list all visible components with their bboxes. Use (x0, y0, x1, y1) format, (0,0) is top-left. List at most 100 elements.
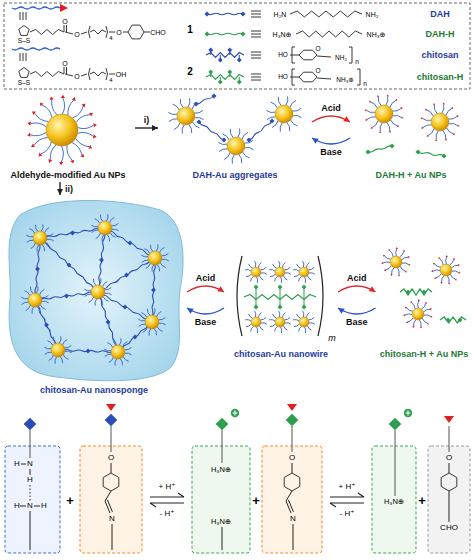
ligand (446, 109, 452, 116)
ammonium-panel (192, 446, 250, 553)
ligand (309, 317, 315, 320)
benzene-ring (103, 473, 119, 491)
ligand (380, 123, 382, 132)
ligand (273, 264, 277, 268)
atom-label: CHO (150, 29, 166, 36)
ligand (249, 264, 253, 268)
amine-group (218, 58, 223, 63)
ligand (245, 147, 254, 149)
amine-group (204, 31, 209, 36)
aldehyde-tip (384, 269, 386, 271)
ligand (434, 105, 437, 114)
ligand (21, 297, 28, 299)
ligand (78, 125, 94, 128)
ligand (294, 324, 300, 327)
ligand (279, 311, 280, 317)
gold-nanoparticle (51, 343, 65, 357)
ligand (307, 312, 310, 317)
ligand (27, 240, 34, 242)
ligand (378, 97, 381, 106)
bond-line (144, 32, 150, 33)
ligand (259, 262, 262, 267)
ligand (182, 125, 184, 134)
aldehyde-tip (395, 99, 397, 101)
ligand (192, 103, 198, 110)
ligand (259, 312, 262, 317)
ligand (53, 337, 55, 344)
aldehyde-tip (31, 144, 35, 148)
ligand (245, 320, 251, 321)
aldehyde-tip (391, 274, 393, 276)
ligand (93, 279, 95, 286)
ligand (142, 313, 147, 318)
ligand (49, 355, 54, 360)
ligand (30, 229, 35, 234)
ligand (270, 324, 276, 327)
ligand (59, 336, 61, 343)
atom-label: H (14, 460, 20, 468)
bond-line (288, 500, 293, 512)
aldehyde-tip (441, 282, 443, 284)
atom-label: O (116, 29, 121, 36)
ligand (154, 329, 156, 336)
atom-label: S–S (18, 38, 30, 45)
ligand (42, 105, 52, 118)
ligand (272, 121, 278, 128)
atom-label: - H⁺ (160, 510, 175, 518)
ligand (249, 314, 253, 318)
amine-group (389, 418, 402, 431)
ligand (261, 323, 267, 324)
ligand (367, 117, 376, 120)
atom-label: H (41, 502, 47, 510)
benzene-ring (441, 473, 457, 491)
ligand (119, 338, 121, 345)
amine-group (302, 285, 307, 290)
ligand (246, 324, 252, 327)
atom-label: H₃N⊕ (384, 498, 404, 506)
ligand (157, 265, 159, 272)
atom-label: NH₂ (366, 11, 379, 18)
bond-line (30, 469, 31, 475)
ligand (92, 230, 99, 232)
bond-line (449, 491, 450, 522)
ligand (412, 303, 416, 309)
ligand (447, 128, 454, 134)
ligand (104, 349, 111, 351)
aldehyde-tip (455, 278, 457, 280)
ligand (442, 104, 444, 113)
bond-line (292, 463, 293, 473)
aldehyde-tip (39, 153, 43, 157)
ligand (37, 245, 39, 252)
amine-group (86, 349, 91, 354)
ligand (147, 309, 149, 316)
amine-group (99, 258, 104, 263)
atom-label: O (62, 60, 67, 67)
atom-label: S–S (18, 80, 30, 87)
ligand (309, 273, 315, 274)
legend-frame (4, 3, 470, 89)
ligand (452, 265, 459, 268)
edge-label: Acid (196, 274, 216, 283)
amine-group (227, 70, 232, 75)
ligand (65, 351, 72, 353)
aldehyde-tip (80, 154, 84, 158)
ligand (397, 268, 399, 275)
atom-label: NH₂ (335, 55, 347, 62)
bond-line (357, 85, 360, 86)
ligand (390, 101, 396, 108)
ligand (371, 102, 378, 108)
ligand (419, 320, 421, 327)
bracket (237, 256, 242, 336)
gold-nanoparticle (148, 251, 162, 265)
amine-group (24, 418, 37, 431)
ligand (189, 125, 192, 134)
ligand (436, 274, 442, 278)
ligand (386, 266, 392, 270)
ligand (30, 287, 32, 294)
bond-line (66, 25, 67, 32)
amine-group (286, 414, 299, 427)
stage-node: Aldehyde-modified Au NPs (3, 95, 133, 181)
aldehyde-tip (365, 119, 367, 121)
gold-nanoparticle (390, 256, 402, 268)
bond-line (234, 411, 235, 416)
